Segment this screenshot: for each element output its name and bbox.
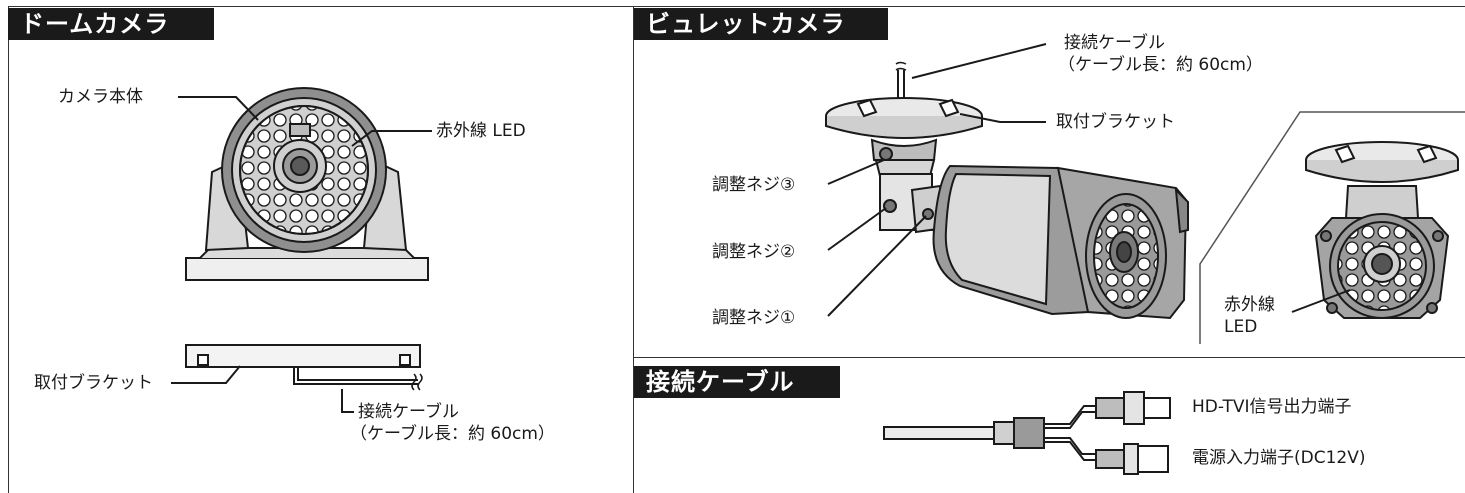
inset-leader-line (1291, 289, 1351, 313)
bullet-leader-lines (827, 43, 1047, 317)
cable-header: 接続ケーブル (634, 366, 840, 398)
label-bullet-cable-name: 接続ケーブル (1064, 33, 1165, 53)
label-screw-2: 調整ネジ② (712, 242, 796, 262)
label-dome-cable-name: 接続ケーブル (358, 402, 459, 422)
connection-cable-illustration (883, 391, 1171, 475)
dome-leader-lines (171, 96, 432, 413)
bullet-swivel-illustration (874, 147, 946, 234)
label-power-input: 電源入力端子(DC12V) (1192, 448, 1366, 468)
label-bullet-bracket: 取付ブラケット (1056, 112, 1175, 132)
bullet-header: ビュレットカメラ (634, 8, 888, 40)
bullet-body-illustration (932, 164, 1189, 320)
label-camera-body: カメラ本体 (58, 87, 143, 107)
label-dome-bracket: 取付ブラケット (34, 373, 153, 393)
dome-header: ドームカメラ (8, 8, 214, 40)
bullet-front-view-inset (1199, 111, 1465, 344)
label-bullet-ir-led-line2: LED (1224, 317, 1258, 337)
label-screw-1: 調整ネジ① (712, 308, 796, 328)
label-dome-cable-length: （ケーブル長：約 60cm） (350, 424, 555, 444)
bullet-bracket-illustration (825, 97, 983, 165)
dome-camera-illustration (185, 87, 429, 281)
label-video-output: HD-TVI信号出力端子 (1192, 397, 1352, 417)
dome-bracket-illustration (185, 344, 423, 391)
label-dome-ir-led: 赤外線 LED (436, 121, 526, 141)
label-screw-3: 調整ネジ③ (712, 175, 796, 195)
label-bullet-cable-length: （ケーブル長：約 60cm） (1058, 55, 1263, 75)
label-bullet-ir-led-line1: 赤外線 (1224, 295, 1275, 315)
cable-panel (633, 357, 1465, 493)
